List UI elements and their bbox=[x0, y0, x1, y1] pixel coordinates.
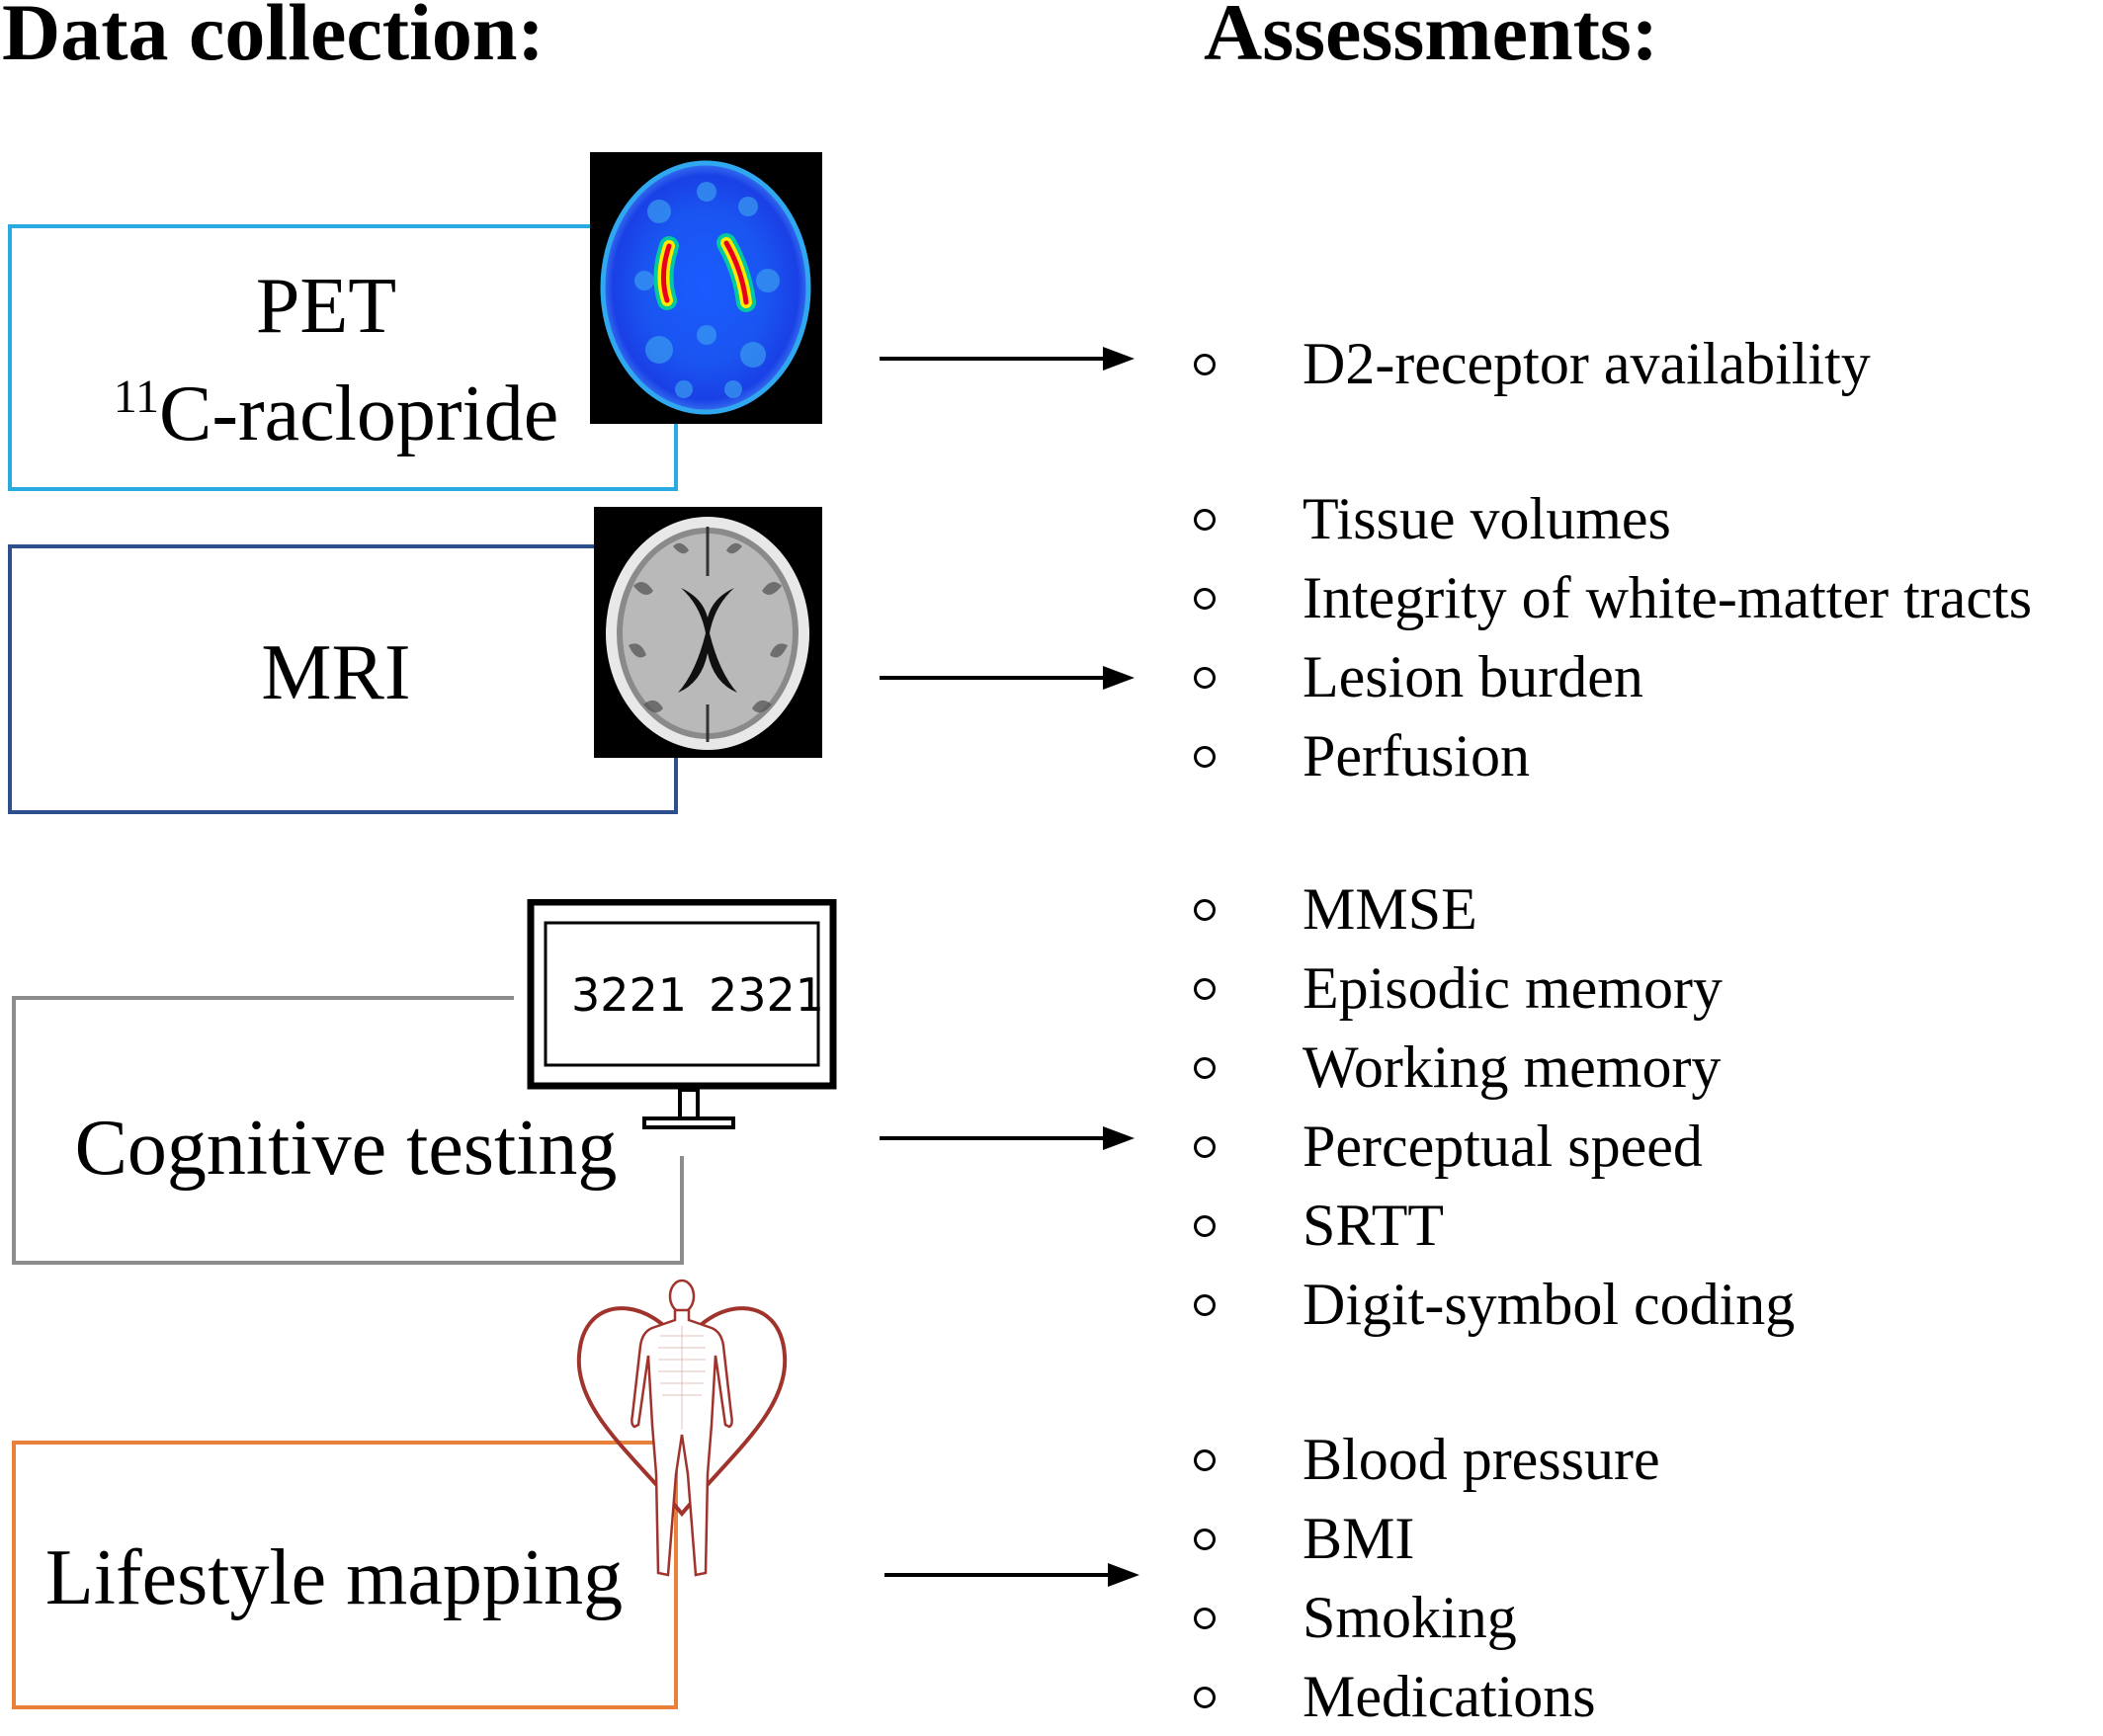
pet-tracer-name: C-raclopride bbox=[158, 371, 559, 457]
bullet-icon bbox=[1194, 746, 1216, 768]
monitor-number-right: 2321 bbox=[709, 968, 825, 1022]
mri-brain-scan-image bbox=[594, 507, 822, 758]
bullet-icon bbox=[1194, 354, 1216, 375]
pet-arrow bbox=[880, 347, 1135, 371]
bullet-icon bbox=[1194, 1136, 1216, 1158]
bullet-icon bbox=[1194, 1687, 1216, 1708]
bullet-icon bbox=[1194, 1057, 1216, 1079]
bullet-icon bbox=[1194, 509, 1216, 531]
lifestyle-arrow bbox=[884, 1563, 1139, 1587]
bullet-icon bbox=[1194, 1294, 1216, 1316]
pet-label-line1: PET bbox=[255, 263, 397, 350]
bullet-icon bbox=[1194, 1215, 1216, 1237]
assessments-heading: Assessments: bbox=[1204, 0, 1659, 77]
pet-brain-scan-image bbox=[590, 152, 822, 424]
pet-tracer-superscript: 11 bbox=[113, 371, 159, 423]
pet-label: PET bbox=[198, 267, 455, 346]
human-body-with-heart-image bbox=[573, 1277, 791, 1593]
mri-arrow bbox=[880, 666, 1135, 690]
bullet-icon bbox=[1194, 1529, 1216, 1550]
monitor-number-left: 3221 bbox=[571, 968, 688, 1022]
bullet-icon bbox=[1194, 978, 1216, 1000]
cognitive-label: Cognitive testing bbox=[74, 1105, 618, 1192]
bullet-icon bbox=[1194, 667, 1216, 689]
bullet-icon bbox=[1194, 588, 1216, 610]
cognitive-arrow bbox=[880, 1126, 1135, 1150]
bullet-icon bbox=[1194, 1449, 1216, 1471]
mri-label: MRI bbox=[261, 629, 411, 716]
bullet-icon bbox=[1194, 1608, 1216, 1629]
lifestyle-box bbox=[12, 1441, 678, 1709]
data-collection-heading: Data collection: bbox=[2, 0, 545, 77]
computer-monitor-image: 3221 2321 bbox=[514, 899, 840, 1156]
bullet-icon bbox=[1194, 899, 1216, 921]
lifestyle-label: Lifestyle mapping bbox=[44, 1534, 624, 1621]
pet-tracer-label: 11C-raclopride bbox=[89, 371, 583, 457]
